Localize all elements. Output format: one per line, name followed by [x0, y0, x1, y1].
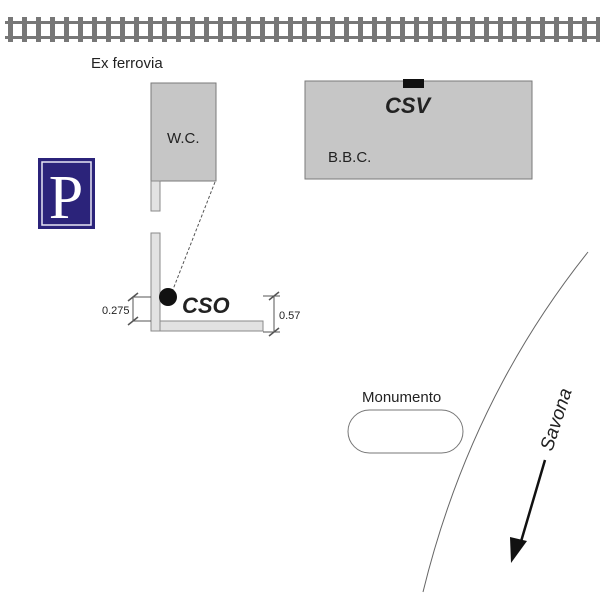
monument-label: Monumento	[362, 389, 441, 406]
monument-shape	[347, 409, 464, 454]
parking-letter: P	[49, 164, 83, 232]
dimension-right	[263, 291, 280, 337]
railway-rail	[5, 21, 597, 24]
railway-tie	[568, 17, 573, 42]
railway-tie	[148, 17, 153, 42]
railway-tie	[456, 17, 461, 42]
bbc-building	[304, 80, 533, 180]
railway-tie	[344, 17, 349, 42]
railway-label: Ex ferrovia	[91, 55, 163, 72]
railway-tie	[554, 17, 559, 42]
railway-tie	[484, 17, 489, 42]
railway-tie	[162, 17, 167, 42]
bbc-label: B.B.C.	[328, 149, 371, 166]
railway-tie	[274, 17, 279, 42]
railway-tie	[428, 17, 433, 42]
railway-tie	[260, 17, 265, 42]
wall-stub	[150, 180, 161, 212]
railway-tie	[330, 17, 335, 42]
railway-tie	[246, 17, 251, 42]
cso-label: CSO	[182, 293, 230, 318]
railway-tie	[92, 17, 97, 42]
railway-tie	[218, 17, 223, 42]
railway-tie	[64, 17, 69, 42]
railway-tie	[526, 17, 531, 42]
railway-tie	[316, 17, 321, 42]
railway-tie	[400, 17, 405, 42]
railway-tie	[442, 17, 447, 42]
railway-tie	[8, 17, 13, 42]
railway-tie	[582, 17, 587, 42]
railway-tie	[512, 17, 517, 42]
dim-left-label: 0.275	[102, 305, 130, 317]
railway-tie	[302, 17, 307, 42]
wall-horizontal	[159, 320, 264, 332]
railway-rail	[5, 36, 597, 39]
wc-label: W.C.	[167, 130, 200, 147]
cso-marker	[159, 288, 177, 306]
railway-tie	[134, 17, 139, 42]
dimension-left	[127, 292, 151, 326]
road-curve	[422, 251, 589, 593]
csv-label: CSV	[385, 93, 433, 118]
railway-tie	[288, 17, 293, 42]
direction-label: Savona	[537, 386, 577, 454]
railway-tie	[204, 17, 209, 42]
railway-tie	[36, 17, 41, 42]
leader-line	[171, 181, 216, 293]
railway-tie	[358, 17, 363, 42]
railway-tie	[190, 17, 195, 42]
railway-tie	[372, 17, 377, 42]
railway-tie	[540, 17, 545, 42]
railway-tie	[176, 17, 181, 42]
parking-sign-icon: P	[38, 158, 95, 232]
railway-tie	[120, 17, 125, 42]
csv-marker	[403, 79, 424, 88]
railway-tie	[386, 17, 391, 42]
railway-tie	[50, 17, 55, 42]
railway-tie	[232, 17, 237, 42]
railway-tie	[414, 17, 419, 42]
wall-vertical	[150, 232, 161, 332]
wc-building	[150, 82, 217, 182]
dim-right-label: 0.57	[279, 310, 300, 322]
arrow-down-left-icon	[510, 459, 547, 563]
railway-tie	[78, 17, 83, 42]
railway-tie	[470, 17, 475, 42]
railway-tie	[498, 17, 503, 42]
railway-tie	[596, 17, 600, 42]
railway-tie	[106, 17, 111, 42]
railway-tie	[22, 17, 27, 42]
railway-track-icon	[5, 17, 600, 42]
